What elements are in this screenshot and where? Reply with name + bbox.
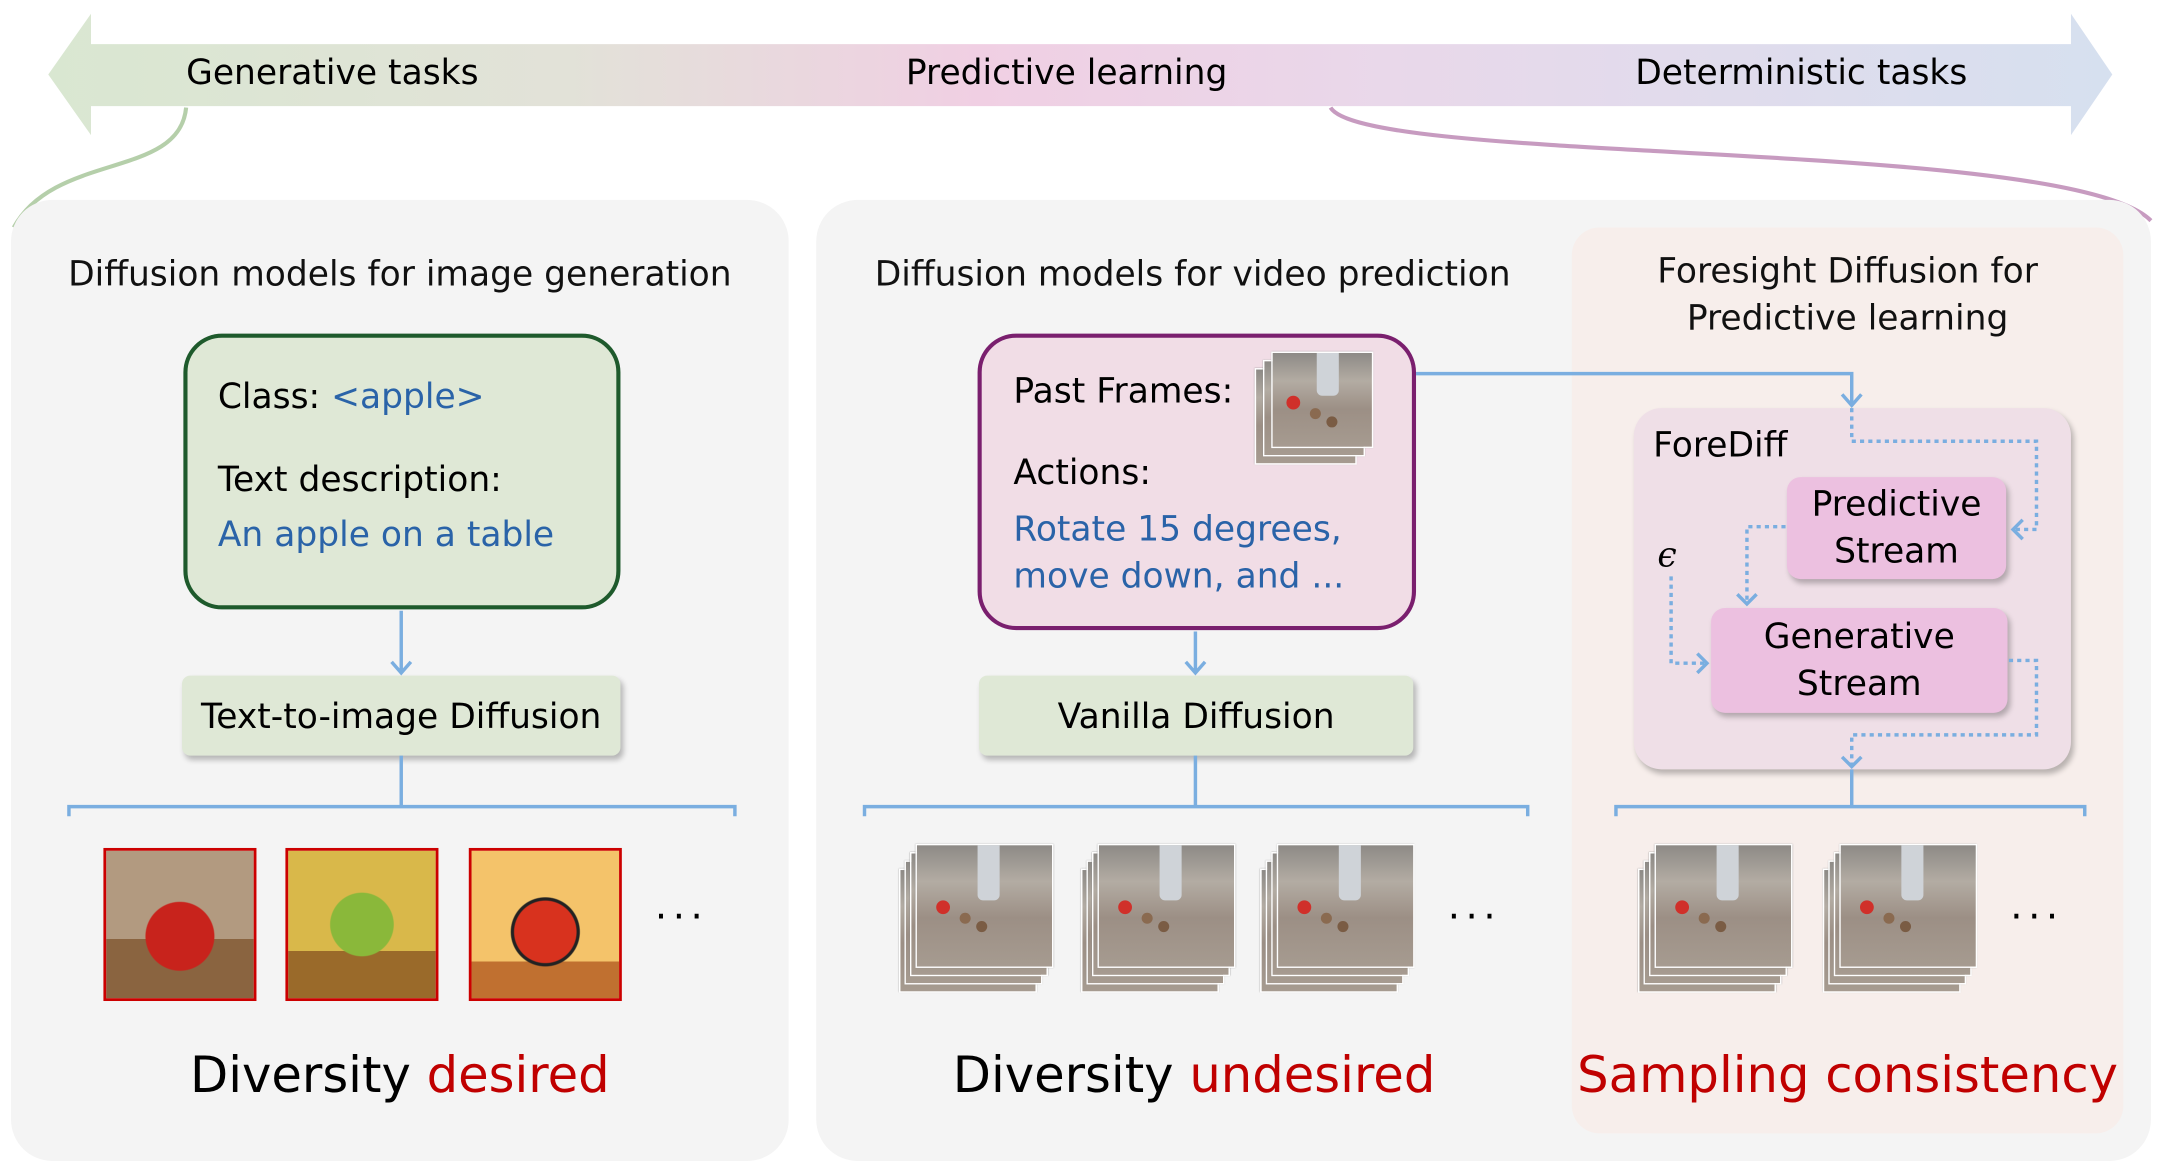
forediff-title-line1: Foresight Diffusion for bbox=[1657, 250, 2038, 291]
predicted-video-frame bbox=[915, 843, 1054, 968]
epsilon-noise-label: ϵ bbox=[1657, 534, 1677, 575]
actions-value-line2: move down, and ... bbox=[1013, 555, 1345, 596]
bracket-video bbox=[862, 755, 1530, 817]
text-description-value: An apple on a table bbox=[217, 514, 555, 555]
label-predictive-learning: Predictive learning bbox=[905, 52, 1228, 93]
apple-image-1 bbox=[103, 847, 257, 1002]
video-prediction-title: Diffusion models for video prediction bbox=[874, 253, 1511, 294]
past-frame-thumb bbox=[1271, 351, 1374, 449]
actions-value-line1: Rotate 15 degrees, bbox=[1013, 508, 1342, 549]
ellipsis: ... bbox=[654, 882, 709, 928]
predictive-curve bbox=[1328, 106, 2153, 223]
forediff-label: ForeDiff bbox=[1653, 424, 1788, 465]
forediff-title-line2: Predictive learning bbox=[1686, 297, 2009, 338]
text-to-image-diffusion-box: Text-to-image Diffusion bbox=[182, 675, 621, 756]
diversity-undesired-caption: Diversity undesired bbox=[952, 1047, 1436, 1105]
predicted-video-frame bbox=[1654, 843, 1793, 968]
dotted-epsilon-to-generative bbox=[1669, 576, 1707, 665]
arrow-condition-to-forediff bbox=[1416, 371, 1863, 408]
ellipsis: ... bbox=[2010, 882, 2064, 928]
sampling-consistency-caption: Sampling consistency bbox=[1577, 1047, 2119, 1105]
bracket-image bbox=[67, 755, 737, 817]
image-condition-box: Class: <apple> Text description: An appl… bbox=[183, 333, 621, 610]
label-generative-tasks: Generative tasks bbox=[186, 52, 479, 93]
predicted-video-frame bbox=[1839, 843, 1978, 968]
predicted-video-frame bbox=[1097, 843, 1236, 968]
image-generation-title: Diffusion models for image generation bbox=[68, 253, 732, 294]
label-deterministic-tasks: Deterministic tasks bbox=[1635, 52, 1968, 93]
bracket-forediff bbox=[1614, 769, 2087, 817]
dotted-predictive-to-generative bbox=[1745, 524, 1786, 604]
diversity-desired-caption: Diversity desired bbox=[189, 1047, 610, 1105]
apple-image-2 bbox=[285, 847, 439, 1002]
past-frames-label: Past Frames: bbox=[1013, 370, 1234, 411]
predicted-video-frame bbox=[1276, 843, 1415, 968]
vanilla-diffusion-box: Vanilla Diffusion bbox=[978, 675, 1414, 756]
dotted-to-predictive bbox=[1850, 408, 2039, 532]
apple-image-3 bbox=[468, 847, 622, 1002]
video-condition-box: Past Frames: Actions: Rotate 15 degrees,… bbox=[977, 333, 1417, 631]
class-value: <apple> bbox=[331, 376, 485, 417]
actions-label: Actions: bbox=[1013, 452, 1151, 493]
ellipsis: ... bbox=[1447, 882, 1502, 928]
dotted-generative-out bbox=[1850, 658, 2039, 767]
arrow-condition-to-vanilla bbox=[1184, 631, 1207, 676]
arrow-condition-to-t2i bbox=[390, 610, 413, 676]
class-label: Class: bbox=[217, 376, 321, 417]
text-description-label: Text description: bbox=[217, 459, 502, 500]
